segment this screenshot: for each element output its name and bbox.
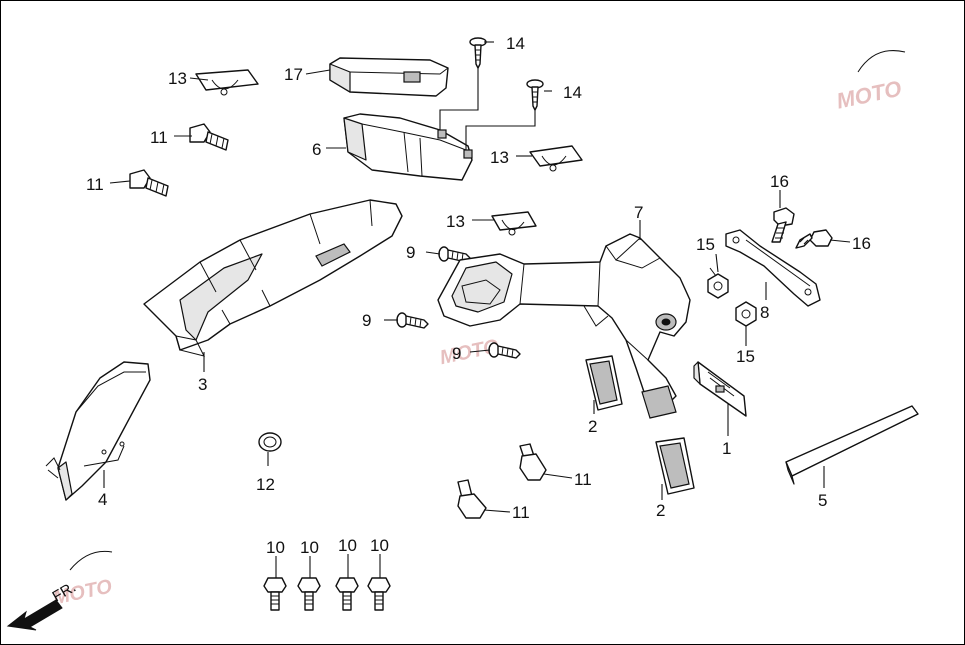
callout-10: 10 <box>300 538 319 557</box>
part-10-bolt-c <box>335 577 359 611</box>
callout-9: 9 <box>406 243 415 262</box>
part-11-bolt-a <box>189 123 229 151</box>
watermark-top-right: MOTO <box>834 50 906 114</box>
callout-13: 13 <box>490 148 509 167</box>
part-17-cover <box>329 57 449 97</box>
part-7-plate-bracket <box>437 233 691 405</box>
callout-11: 11 <box>574 470 592 489</box>
callout-2: 2 <box>656 501 665 520</box>
callouts: 13 17 14 14 11 6 13 11 13 7 9 15 16 16 9… <box>86 34 871 557</box>
part-15-nut-a <box>707 267 729 299</box>
callout-5: 5 <box>818 491 827 510</box>
callout-13: 13 <box>446 212 465 231</box>
callout-11: 11 <box>86 175 104 194</box>
part-14-screw-a <box>469 37 487 69</box>
part-2-pad-b <box>655 437 695 495</box>
callout-10: 10 <box>266 538 285 557</box>
callout-7: 7 <box>634 203 643 222</box>
part-3-rear-fender <box>143 199 403 357</box>
callout-8: 8 <box>760 303 769 322</box>
part-1-plate-light <box>693 361 747 417</box>
part-9-screw-c <box>488 342 521 359</box>
callout-9: 9 <box>452 344 461 363</box>
part-6-lower-cover <box>343 113 473 181</box>
part-2-pad-c <box>641 385 677 419</box>
callout-9: 9 <box>362 311 371 330</box>
part-4-mudguard <box>45 361 151 501</box>
part-11-bolt-c <box>519 443 547 481</box>
callout-10: 10 <box>338 536 357 555</box>
callout-6: 6 <box>312 140 321 159</box>
callout-4: 4 <box>98 490 107 509</box>
callout-11: 11 <box>150 128 168 147</box>
watermark-text: MOTO <box>834 76 903 114</box>
callout-17: 17 <box>284 65 303 84</box>
part-14-screw-b <box>526 79 544 111</box>
callout-2: 2 <box>588 417 597 436</box>
part-16-bolt-a <box>771 207 795 243</box>
part-5-trim-strip <box>785 405 919 485</box>
part-10-bolt-b <box>297 577 321 611</box>
callout-10: 10 <box>370 536 389 555</box>
part-11-bolt-b <box>129 169 169 197</box>
part-13-clip-b <box>529 145 583 172</box>
part-13-clip-c <box>491 211 537 236</box>
part-10-bolt-a <box>263 577 287 611</box>
callout-14: 14 <box>506 34 525 53</box>
callout-3: 3 <box>198 375 207 394</box>
callout-14: 14 <box>563 83 582 102</box>
part-12-grommet <box>258 432 282 452</box>
part-16-bolt-b <box>795 229 833 249</box>
part-8-stay-bracket <box>725 229 821 307</box>
part-9-screw-b <box>396 312 429 329</box>
callout-15: 15 <box>736 347 755 366</box>
callout-12: 12 <box>256 475 275 494</box>
callout-16: 16 <box>770 172 789 191</box>
callout-15: 15 <box>696 235 715 254</box>
callout-13: 13 <box>168 69 187 88</box>
callout-16: 16 <box>852 234 871 253</box>
part-11-bolt-d <box>457 479 487 519</box>
part-13-clip-a <box>195 69 259 96</box>
callout-1: 1 <box>722 439 731 458</box>
part-2-pad-a <box>585 355 623 411</box>
callout-11: 11 <box>512 503 530 522</box>
part-15-nut-b <box>735 301 757 327</box>
leader-lines <box>103 41 851 578</box>
part-10-bolt-d <box>367 577 391 611</box>
